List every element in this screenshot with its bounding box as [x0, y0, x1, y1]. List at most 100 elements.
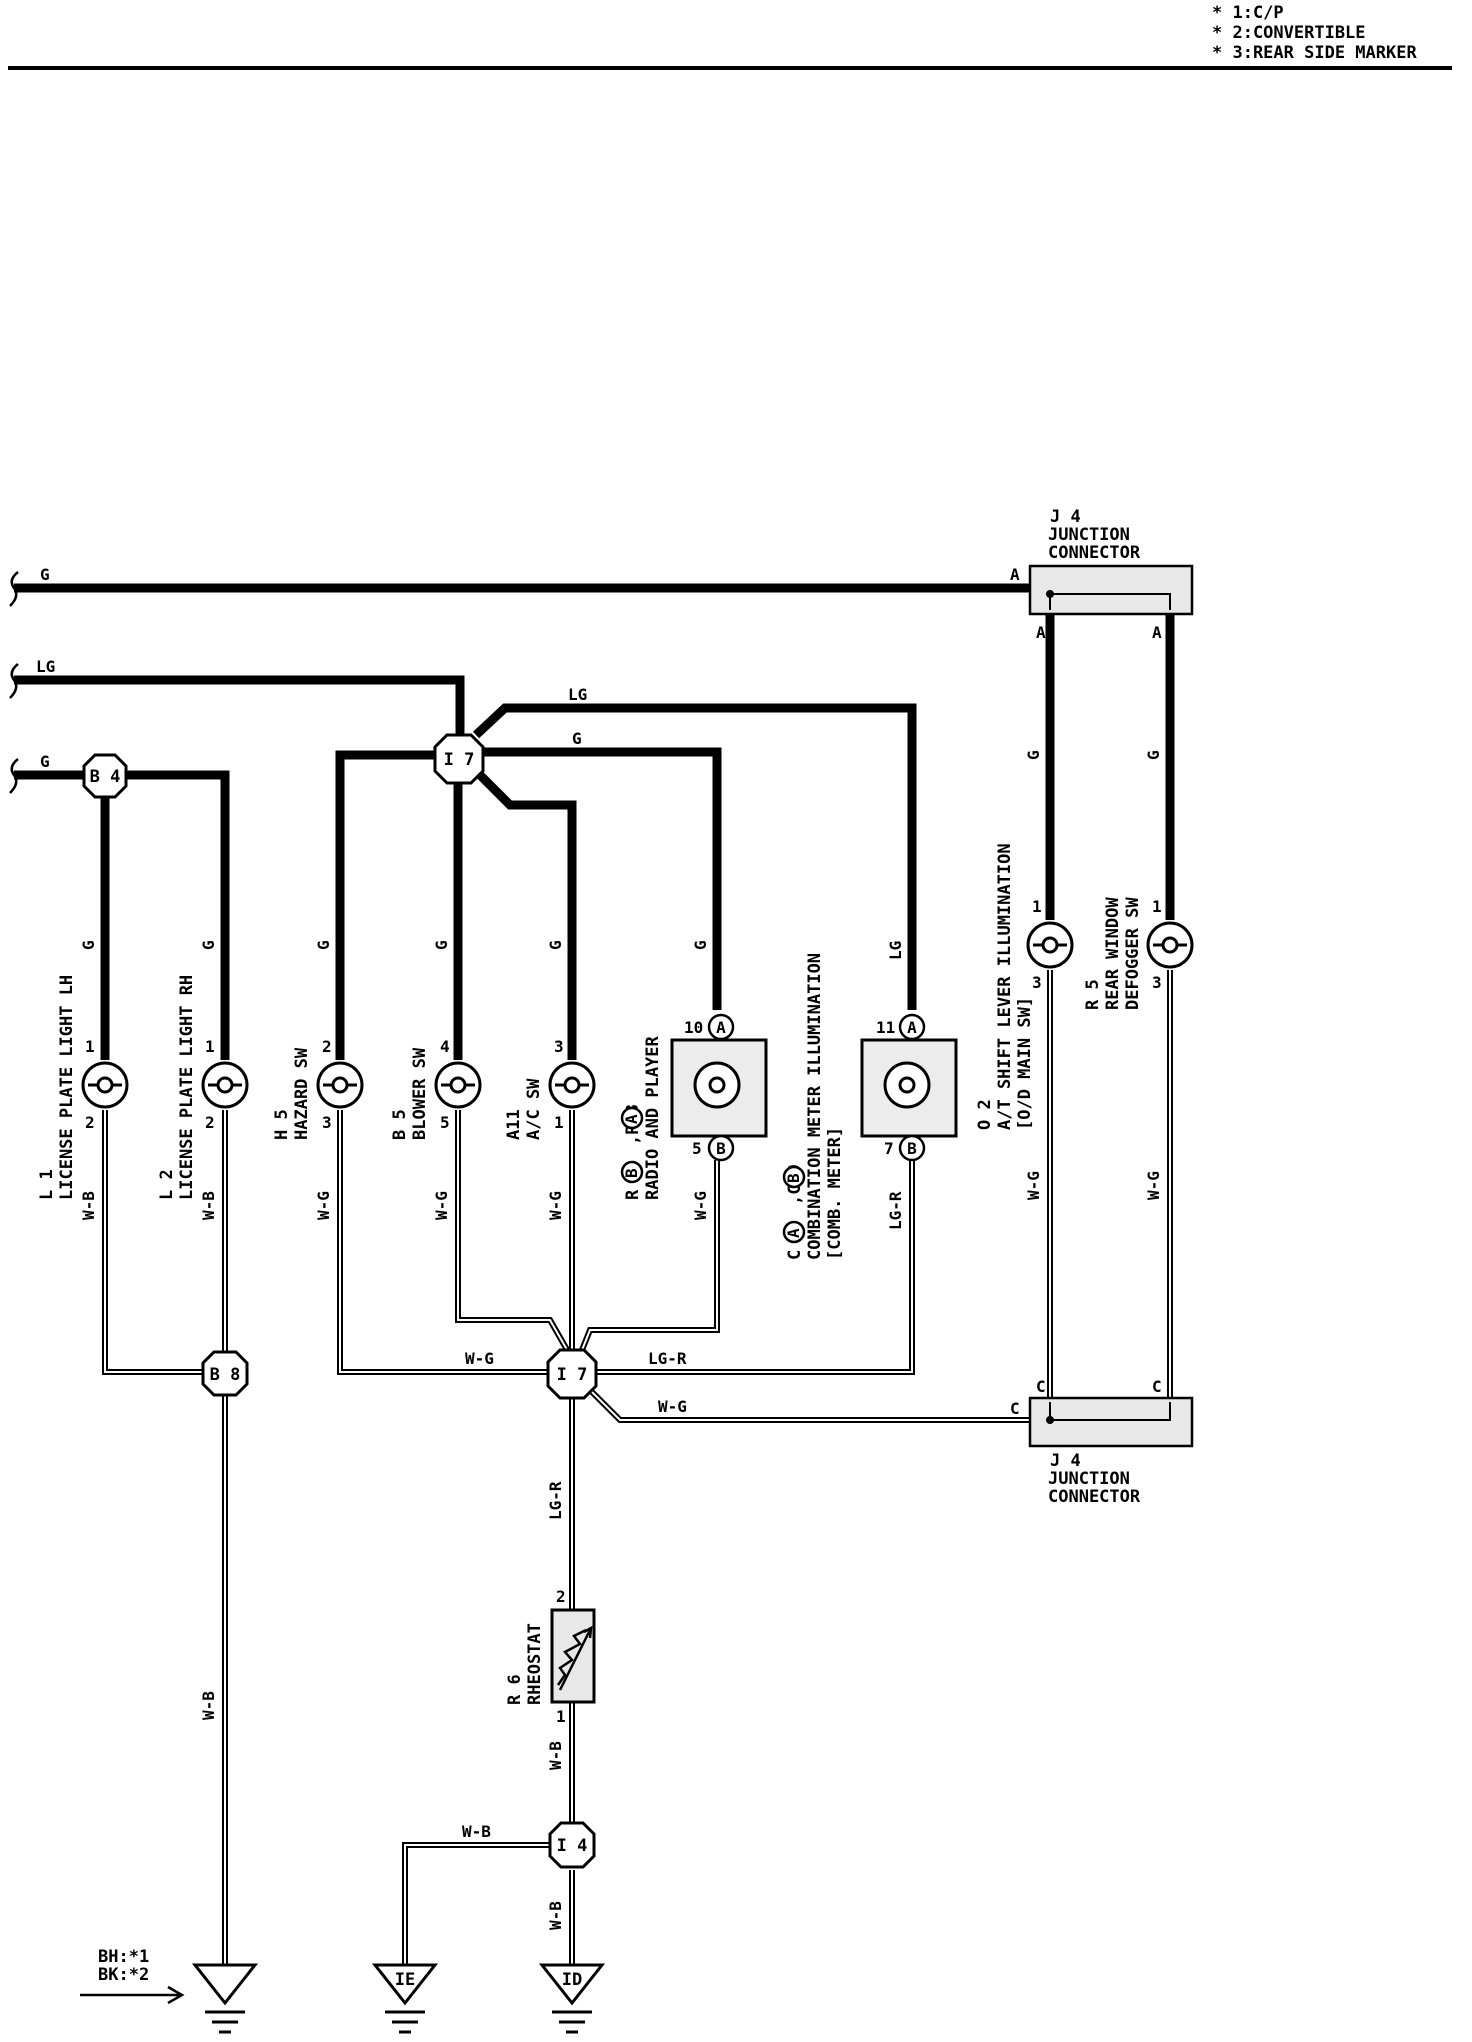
svg-text:W-G: W-G	[1144, 1171, 1163, 1200]
ground-ie-label: IE	[395, 1970, 415, 1990]
l2-code: L 2	[157, 1169, 177, 1200]
a11-code: A11	[504, 1109, 524, 1140]
l1-code: L 1	[37, 1169, 57, 1200]
lamp-l1	[81, 1061, 129, 1109]
r2-name: RADIO AND PLAYER	[643, 1035, 663, 1200]
l1-name: LICENSE PLATE LIGHT LH	[57, 975, 77, 1200]
lamp-r5	[1146, 921, 1194, 969]
wire-break-marks	[9, 571, 19, 794]
hub-i4: I 4	[548, 1821, 596, 1869]
r5-name1: REAR WINDOW	[1103, 897, 1123, 1010]
svg-text:W-B: W-B	[199, 1191, 218, 1220]
wire-label-wg-h5: W-G	[465, 1349, 494, 1368]
svg-text:G: G	[691, 940, 710, 950]
wire-label-g-main: G	[40, 565, 50, 584]
svg-text:W-G: W-G	[432, 1191, 451, 1220]
h5-code: H 5	[272, 1109, 292, 1140]
wire-label-wg-j4: W-G	[658, 1397, 687, 1416]
wire-lg-main	[14, 675, 465, 738]
wire-i7-a11	[471, 766, 577, 1060]
b5-code: B 5	[390, 1109, 410, 1140]
svg-text:10: 10	[684, 1018, 703, 1037]
svg-text:A: A	[716, 1018, 726, 1037]
ground-bk-note: BK:*2	[98, 1965, 149, 1985]
svg-text:2: 2	[556, 1587, 566, 1606]
svg-text:A: A	[622, 1114, 641, 1124]
component-r2-box: A B	[670, 1013, 768, 1162]
note-2: * 2:CONVERTIBLE	[1212, 23, 1366, 43]
ground-id	[538, 1963, 606, 2034]
j4-pin-c-in: C	[1010, 1399, 1020, 1418]
svg-text:3: 3	[322, 1113, 332, 1132]
note-3: * 3:REAR SIDE MARKER	[1212, 43, 1417, 63]
ground-b8	[191, 1963, 259, 2034]
svg-text:W-G: W-G	[314, 1191, 333, 1220]
wire-i7-j4c	[587, 1387, 1035, 1423]
svg-text:W-B: W-B	[546, 1741, 565, 1770]
svg-text:G: G	[1144, 750, 1163, 760]
wire-label-wb-ie: W-B	[462, 1822, 491, 1841]
j4-bottom-connector	[1028, 1396, 1194, 1448]
svg-text:B 8: B 8	[210, 1365, 241, 1385]
wire-label-lg-o2: LG	[568, 685, 587, 704]
svg-text:B: B	[907, 1139, 917, 1158]
svg-text:B: B	[622, 1168, 641, 1178]
svg-text:A: A	[784, 1228, 803, 1238]
svg-text:W-G: W-G	[546, 1191, 565, 1220]
j4-top-name1: JUNCTION	[1048, 525, 1130, 545]
wire-h5-i7	[337, 1110, 548, 1375]
ground-arrow-icon	[80, 1985, 185, 2005]
j4-top-name2: CONNECTOR	[1048, 543, 1141, 563]
svg-text:1: 1	[205, 1037, 215, 1056]
wire-b5-i7	[455, 1110, 573, 1357]
j4-top-code: J 4	[1050, 507, 1081, 527]
j4-pin-a-in: A	[1010, 565, 1020, 584]
rheostat-r6	[550, 1608, 596, 1704]
svg-text:2: 2	[322, 1037, 332, 1056]
h5-name: HAZARD SW	[292, 1047, 312, 1140]
svg-text:I 7: I 7	[444, 750, 475, 770]
svg-text:3: 3	[1152, 973, 1162, 992]
hub-i7-top: I 7	[433, 733, 485, 785]
svg-text:LG-R: LG-R	[546, 1481, 565, 1520]
svg-text:1: 1	[556, 1707, 566, 1726]
o2-name: A/T SHIFT LEVER ILLUMINATION	[995, 843, 1015, 1130]
svg-text:2: 2	[205, 1113, 215, 1132]
lamp-a11	[548, 1061, 596, 1109]
o2-sub: [O/D MAIN SW]	[1015, 997, 1035, 1130]
svg-text:I 7: I 7	[557, 1365, 588, 1385]
ground-id-label: ID	[562, 1970, 582, 1990]
svg-text:W-B: W-B	[199, 1691, 218, 1720]
wire-label-g-r2: G	[572, 729, 582, 748]
hub-b4: B 4	[82, 753, 128, 799]
svg-text:2: 2	[85, 1113, 95, 1132]
r6-code: R 6	[505, 1674, 525, 1705]
svg-text:5: 5	[692, 1139, 702, 1158]
svg-text:G: G	[79, 940, 98, 950]
l2-name: LICENSE PLATE LIGHT RH	[177, 975, 197, 1200]
svg-text:W-G: W-G	[1024, 1171, 1043, 1200]
j4-bottom-name2: CONNECTOR	[1048, 1487, 1141, 1507]
svg-text:W-B: W-B	[546, 1901, 565, 1930]
wire-label-g-b4: G	[40, 752, 50, 771]
svg-text:G: G	[1024, 750, 1043, 760]
a11-name: A/C SW	[524, 1078, 544, 1140]
j4-pin-c-right: C	[1152, 1377, 1162, 1396]
wire-i7-r2	[482, 747, 722, 1010]
wire-b4-l2	[125, 770, 230, 1060]
note-1: * 1:C/P	[1212, 3, 1284, 23]
pin-numbers: 1 2 1 2 2 3 4 5 3 1 10 5 11 7 1 3 1 3 2 …	[85, 897, 1162, 1726]
r5-name2: DEFOGGER SW	[1123, 897, 1143, 1010]
c8-name: COMBINATION METER ILLUMINATION	[805, 953, 825, 1260]
svg-text:G: G	[432, 940, 451, 950]
c8-sub: [COMB. METER]	[825, 1127, 845, 1260]
svg-text:1: 1	[1032, 897, 1042, 916]
vertical-wire-labels: G G G G G G LG G G W-B W-B W-G W-G W-G W…	[79, 750, 1163, 1930]
svg-text:W-B: W-B	[79, 1191, 98, 1220]
connector-letter-text: B A A B	[622, 1114, 803, 1238]
wire-i7-o2	[472, 703, 917, 1010]
svg-text:W-G: W-G	[691, 1191, 710, 1220]
svg-text:7: 7	[884, 1139, 894, 1158]
svg-text:1: 1	[1152, 897, 1162, 916]
